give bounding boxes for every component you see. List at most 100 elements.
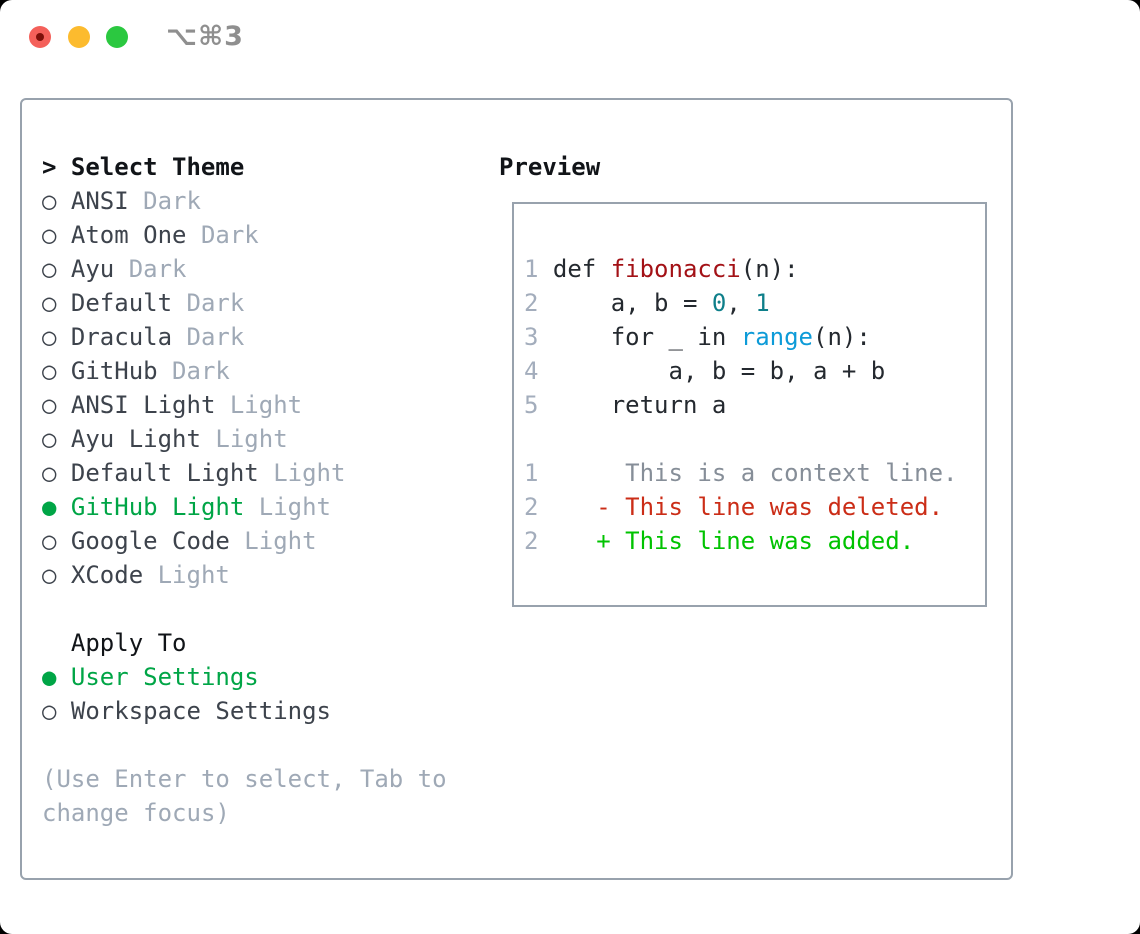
theme-variant: Light (215, 425, 288, 453)
radio-off-icon: ○ (42, 221, 57, 249)
code-segment-lineno: 1 (524, 255, 553, 283)
select-theme-label: Select Theme (70, 153, 245, 181)
theme-item-xcode[interactable]: ○ XCode Light (42, 558, 482, 592)
code-segment-code: (n): (740, 255, 799, 283)
theme-item-atom-one[interactable]: ○ Atom One Dark (42, 218, 482, 252)
code-line: 2 a, b = 0, 1 (524, 286, 985, 320)
radio-off-icon: ○ (42, 323, 57, 351)
theme-item-google-code[interactable]: ○ Google Code Light (42, 524, 482, 558)
code-segment-num: 1 (755, 289, 770, 317)
cursor-icon: > (42, 153, 57, 181)
radio-off-icon: ○ (42, 425, 57, 453)
radio-on-icon: ● (42, 663, 57, 691)
theme-item-ayu-light[interactable]: ○ Ayu Light Light (42, 422, 482, 456)
apply-to-list: ● User Settings○ Workspace Settings (42, 660, 482, 728)
apply-to-header: Apply To (42, 626, 482, 660)
theme-name: Ayu (56, 255, 129, 283)
theme-name: GitHub (56, 357, 173, 385)
code-line: 2 - This line was deleted. (524, 490, 985, 524)
theme-item-ansi-light[interactable]: ○ ANSI Light Light (42, 388, 482, 422)
apply-to-label: Apply To (70, 629, 187, 657)
theme-item-github[interactable]: ○ GitHub Dark (42, 354, 482, 388)
theme-name: Default (56, 289, 187, 317)
close-button[interactable] (29, 26, 51, 48)
code-segment-code: for _ in (552, 323, 741, 351)
radio-off-icon: ○ (42, 391, 57, 419)
apply-option-label: Workspace Settings (56, 697, 331, 725)
theme-variant: Dark (172, 357, 230, 385)
code-segment-builtin: range (740, 323, 813, 351)
radio-off-icon: ○ (42, 697, 57, 725)
code-line: 2 + This line was added. (524, 524, 985, 558)
code-segment-code: a, b = (552, 289, 712, 317)
theme-dialog: >Select Theme ○ ANSI Dark○ Atom One Dark… (20, 98, 1013, 880)
code-line: 3 for _ in range(n): (524, 320, 985, 354)
code-segment-code: def (552, 255, 611, 283)
code-line (524, 422, 985, 456)
theme-item-default-light[interactable]: ○ Default Light Light (42, 456, 482, 490)
code-segment-lineno: 3 (524, 323, 553, 351)
code-line: 4 a, b = b, a + b (524, 354, 985, 388)
hint-text: (Use Enter to select, Tab to change focu… (42, 765, 447, 827)
code-segment-lineno: 2 (524, 289, 553, 317)
code-segment-code: a, b = b, a + b (552, 357, 886, 385)
radio-off-icon: ○ (42, 527, 57, 555)
preview-title: Preview (499, 153, 601, 181)
code-segment-context: This is a context line. (552, 459, 958, 487)
code-segment-code: (n): (813, 323, 871, 351)
code-segment-lineno: 5 (524, 391, 553, 419)
theme-item-ayu[interactable]: ○ Ayu Dark (42, 252, 482, 286)
code-line: 1 This is a context line. (524, 456, 985, 490)
theme-variant: Light (229, 391, 303, 419)
theme-variant: Light (157, 561, 230, 589)
code-line: 5 return a (524, 388, 985, 422)
theme-name: GitHub Light (56, 493, 259, 521)
radio-off-icon: ○ (42, 459, 57, 487)
code-segment-num: 0 (711, 289, 727, 317)
zoom-button[interactable] (106, 26, 128, 48)
window-title: ⌥⌘3 (166, 21, 244, 52)
code-line: 1 def fibonacci(n): (524, 252, 985, 286)
theme-list-pane: >Select Theme ○ ANSI Dark○ Atom One Dark… (42, 150, 482, 830)
code-segment-lineno: 2 (524, 493, 553, 521)
theme-item-dracula[interactable]: ○ Dracula Dark (42, 320, 482, 354)
code-segment-deleted: - This line was deleted. (552, 493, 944, 521)
theme-item-default[interactable]: ○ Default Dark (42, 286, 482, 320)
theme-variant: Dark (200, 221, 259, 249)
theme-variant: Light (244, 527, 317, 555)
apply-option-user-settings[interactable]: ● User Settings (42, 660, 482, 694)
apply-option-workspace-settings[interactable]: ○ Workspace Settings (42, 694, 482, 728)
theme-variant: Dark (186, 323, 245, 351)
theme-variant: Light (258, 493, 331, 521)
radio-off-icon: ○ (42, 289, 57, 317)
minimize-button[interactable] (68, 26, 90, 48)
theme-name: Atom One (56, 221, 201, 249)
theme-name: XCode (56, 561, 158, 589)
code-segment-lineno: 4 (524, 357, 553, 385)
code-segment-lineno: 1 (524, 459, 553, 487)
select-theme-header: > Select Theme (42, 150, 482, 184)
theme-variant: Dark (128, 255, 187, 283)
theme-name: Default Light (56, 459, 274, 487)
radio-off-icon: ○ (42, 357, 57, 385)
close-dot-icon (36, 33, 44, 41)
apply-option-label: User Settings (56, 663, 259, 691)
code-segment-added: + This line was added. (552, 527, 915, 555)
radio-off-icon: ○ (42, 255, 57, 283)
theme-variant: Light (273, 459, 346, 487)
code-segment-code: return a (552, 391, 727, 419)
radio-off-icon: ○ (42, 561, 57, 589)
theme-variant: Dark (143, 187, 201, 215)
titlebar: ⌥⌘3 (0, 0, 1140, 72)
theme-name: ANSI Light (56, 391, 230, 419)
theme-item-ansi[interactable]: ○ ANSI Dark (42, 184, 482, 218)
theme-item-github-light[interactable]: ● GitHub Light Light (42, 490, 482, 524)
code-segment-lineno: 2 (524, 527, 553, 555)
theme-name: Ayu Light (56, 425, 216, 453)
radio-on-icon: ● (42, 493, 57, 521)
theme-name: Dracula (56, 323, 187, 351)
code-segment-func: fibonacci (610, 255, 741, 283)
